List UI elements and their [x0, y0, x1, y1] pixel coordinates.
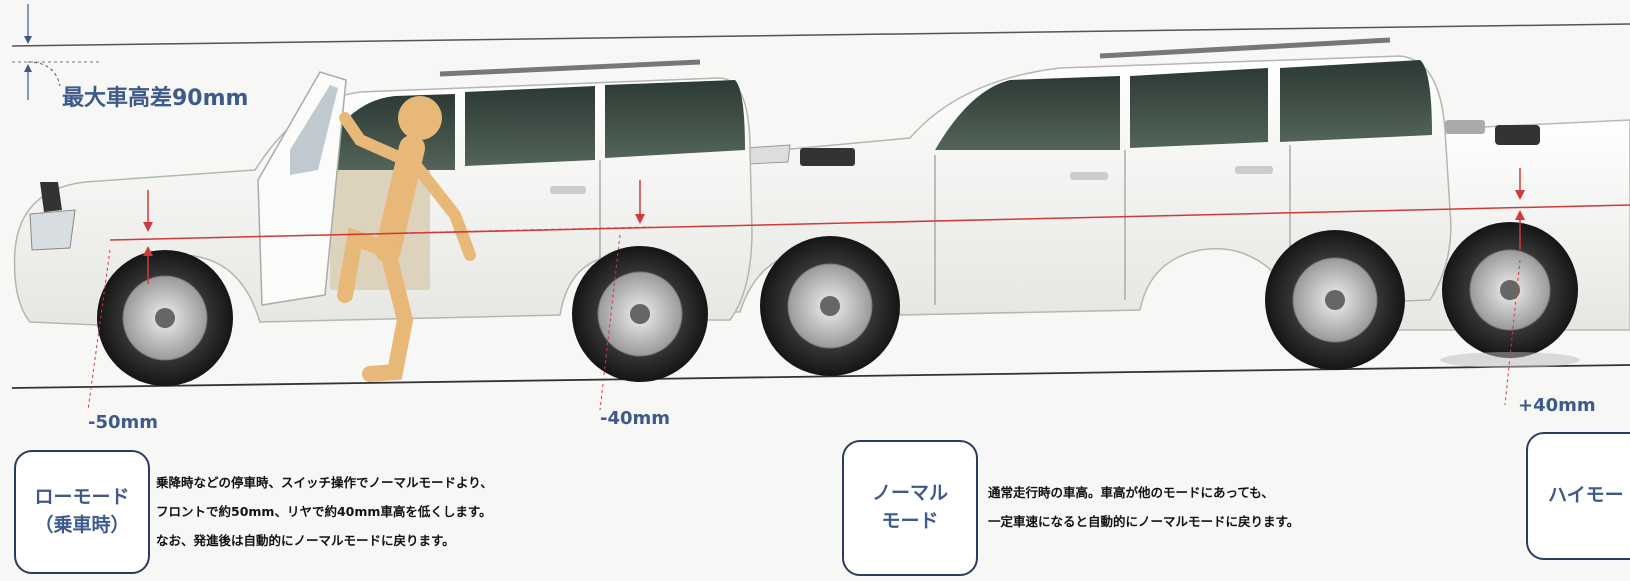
- low-mode-desc-line-3: なお、発進後は自動的にノーマルモードに戻ります。: [156, 533, 455, 548]
- max-height-diff-label: 最大車高差90mm: [62, 86, 249, 111]
- height-reference: [87, 168, 1630, 411]
- high-mode-title-1: ハイモー: [1548, 484, 1624, 507]
- high-mode-badge: ハイモー: [1526, 432, 1630, 560]
- vehicle-normal-mode: [697, 37, 1452, 376]
- low-mode-desc-line-1: 乗降時などの停車時、スイッチ操作でノーマルモードより、: [156, 475, 493, 490]
- low-mode-title-1: ローモード: [34, 486, 130, 509]
- normal-mode-badge: ノーマル モード: [842, 440, 978, 576]
- reference-lines: [11, 4, 1630, 389]
- low-mode-badge: ローモード （乗車時）: [14, 450, 150, 574]
- normal-mode-title-1: ノーマル: [871, 482, 948, 505]
- rear-low-label: -40mm: [600, 408, 671, 429]
- normal-mode-desc-line-1: 通常走行時の車高。車高が他のモードにあっても、: [988, 485, 1274, 500]
- low-mode-description: 乗降時などの停車時、スイッチ操作でノーマルモードより、 フロントで約50mm、リ…: [156, 468, 493, 555]
- high-label: +40mm: [1518, 395, 1596, 416]
- vehicle-low-mode: [13, 59, 753, 386]
- low-mode-desc-line-2: フロントで約50mm、リヤで約40mm車高を低くします。: [156, 504, 492, 519]
- low-mode-title-2: （乗車時）: [34, 514, 130, 536]
- normal-mode-description: 通常走行時の車高。車高が他のモードにあっても、 一定車速になると自動的にノーマル…: [988, 478, 1299, 536]
- normal-mode-title-2: モード: [881, 510, 939, 532]
- front-low-label: -50mm: [88, 412, 159, 433]
- normal-mode-desc-line-2: 一定車速になると自動的にノーマルモードに戻ります。: [988, 514, 1300, 529]
